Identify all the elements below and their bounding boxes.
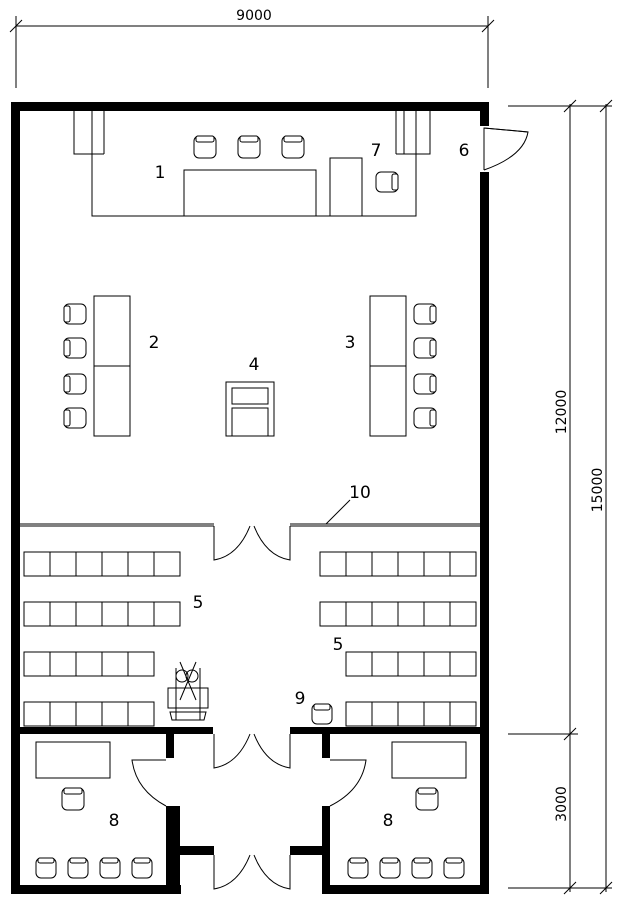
label-1: 1 [155,163,166,183]
chairs-2 [63,303,87,429]
label-10: 10 [349,483,371,503]
wheelchair-figure [167,661,209,721]
outer-walls [11,102,489,894]
table-group-3 [369,295,437,437]
label-8-right: 8 [383,811,394,831]
label-6: 6 [459,141,470,161]
partition-10 [20,499,480,561]
stage-desk [183,169,317,217]
stage-area [73,110,431,217]
dimension-top: 9000 [9,8,495,88]
label-2: 2 [149,333,160,353]
entrance-doors [213,733,291,890]
dimension-top-label: 9000 [236,8,272,24]
armchair-4 [225,381,275,437]
dimension-inner-label: 12000 [554,390,570,435]
room-8-right [329,741,467,879]
stage-chairs [193,135,305,159]
room-8-left-chairs [35,857,153,879]
chair-9 [311,703,333,725]
label-5-left: 5 [193,593,204,613]
stage-lectern [329,157,363,217]
dimension-right: 12000 15000 3000 [508,99,613,895]
room-8-left [35,741,167,879]
dimension-outer-label: 15000 [590,468,606,513]
chair-7 [375,171,399,193]
label-9: 9 [295,689,306,709]
table-group-2 [63,295,131,437]
door-6 [483,127,529,171]
label-5-right: 5 [333,635,344,655]
chairs-3 [413,303,437,429]
label-8-left: 8 [109,811,120,831]
room-8-right-chairs [347,857,465,879]
dimension-lower-label: 3000 [554,786,570,822]
label-3: 3 [345,333,356,353]
label-7: 7 [371,141,382,161]
label-4: 4 [249,355,260,375]
shelving-right [319,551,477,727]
shelving-left [23,551,181,727]
